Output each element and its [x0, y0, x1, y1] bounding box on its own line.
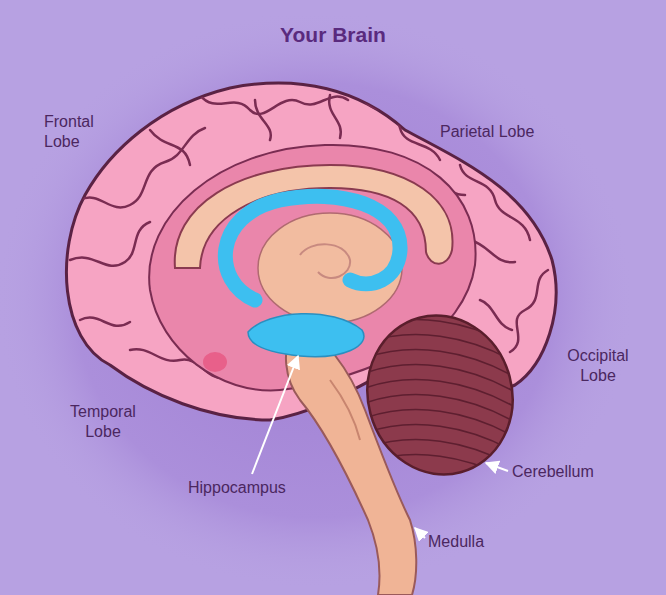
leader-arrow	[486, 463, 508, 471]
region-label: Parietal Lobe	[440, 122, 534, 142]
halo	[0, 10, 635, 590]
region-label: Cerebellum	[512, 462, 594, 482]
cerebellum-folia	[360, 320, 520, 485]
leader-arrow	[415, 528, 425, 538]
region-label: Occipital Lobe	[556, 346, 640, 386]
region-label: Frontal Lobe	[44, 112, 114, 152]
amygdala	[203, 352, 227, 372]
fornix	[225, 196, 400, 300]
region-label: Medulla	[428, 532, 484, 552]
region-label: Temporal Lobe	[62, 402, 144, 442]
thalamus-swirl	[300, 244, 350, 278]
leader-arrow	[252, 356, 298, 474]
cerebellum	[350, 299, 531, 491]
hippocampus	[248, 314, 364, 357]
region-label: Hippocampus	[188, 478, 286, 498]
diagram-title: Your Brain	[0, 22, 666, 48]
brainstem-line	[330, 380, 360, 440]
thalamus	[258, 213, 402, 323]
